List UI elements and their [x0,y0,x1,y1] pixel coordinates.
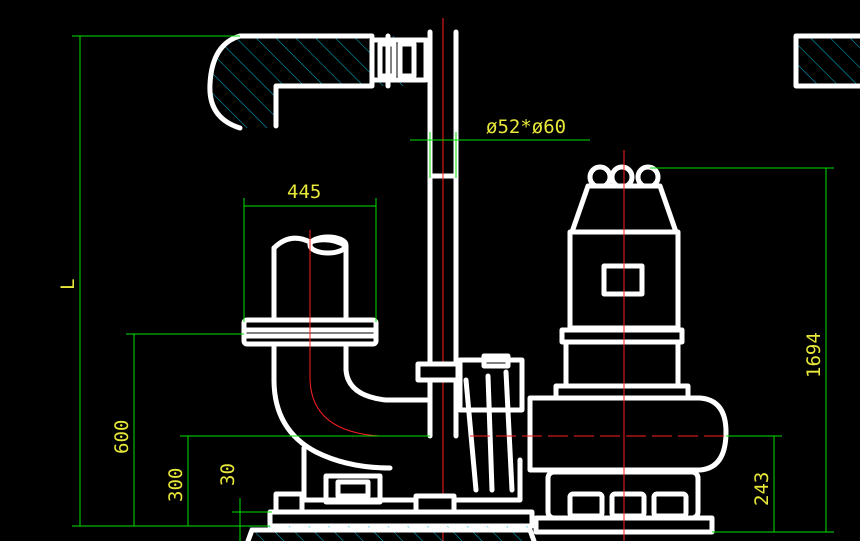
pump-body [470,150,744,541]
dim-label-overall-length: L [57,279,79,290]
guide-rail [427,18,459,541]
dim-label-base-offset: 30 [217,463,239,486]
dimension-flange-width: 445 [243,181,377,322]
dimension-overall-length: L [57,35,270,527]
dimension-coupling-height: 300 [165,435,430,526]
dim-label-coupling-height: 300 [165,468,187,502]
coupling-bracket [415,353,525,493]
dimension-guide-rail: ø52*ø60 [410,116,590,178]
dimension-base-offset: 30 [217,463,272,541]
concrete-slab-right [793,33,860,89]
dimension-outlet-height: 600 [111,333,244,526]
dim-label-guide-rail: ø52*ø60 [486,116,566,138]
dim-label-outlet-height: 600 [111,420,133,454]
dim-label-pump-outlet-height: 243 [751,472,773,506]
coupling-base [245,445,537,541]
concrete-slab-left [207,33,408,131]
dimension-pump-height: 1694 [650,167,834,533]
dim-label-pump-height: 1694 [803,332,825,378]
dim-label-flange-width: 445 [287,181,321,203]
upper-guide-bracket [369,33,429,89]
discharge-pipe [241,230,433,471]
dimension-pump-outlet-height: 243 [726,435,782,532]
